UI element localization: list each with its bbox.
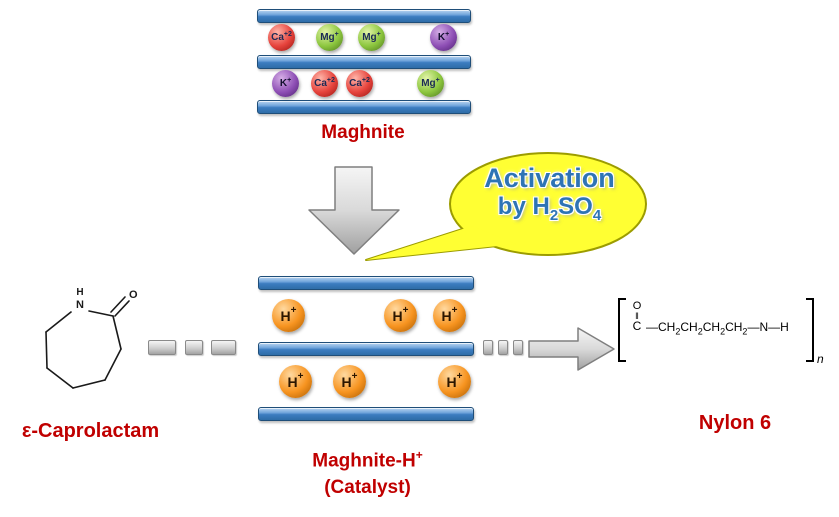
clay-layer-bar bbox=[257, 100, 471, 114]
dashed-arrow-segment bbox=[148, 340, 176, 355]
caprolactam-h-atom: H bbox=[76, 287, 83, 298]
magnesium-ion: Mg+ bbox=[358, 24, 385, 51]
catalyst-sublabel: (Catalyst) bbox=[324, 477, 411, 498]
proton-ion: H+ bbox=[333, 365, 366, 398]
dashed-arrow-segment bbox=[185, 340, 203, 355]
magnesium-ion: Mg+ bbox=[316, 24, 343, 51]
clay-layer-bar bbox=[258, 276, 474, 290]
proton-ion: H+ bbox=[272, 299, 305, 332]
clay-layer-bar bbox=[257, 9, 471, 23]
caprolactam-structure: H N O bbox=[45, 287, 138, 389]
activation-callout-text: Activation by H2SO4 bbox=[452, 163, 647, 230]
reaction-arrow-right bbox=[528, 327, 615, 371]
activation-arrow-down bbox=[308, 166, 400, 255]
carbonyl-o-atom: O bbox=[632, 300, 642, 312]
catalyst-label: Maghnite-H+ bbox=[312, 448, 423, 472]
nylon6-structure: O ‖ C —CH2CH2CH2CH2—N—H n bbox=[618, 296, 836, 374]
caprolactam-o-atom: O bbox=[129, 289, 138, 301]
caprolactam-n-atom: N bbox=[76, 299, 84, 311]
caprolactam-label: ε-Caprolactam bbox=[21, 420, 160, 442]
dashed-arrow-segment bbox=[483, 340, 493, 355]
clay-layer-bar bbox=[258, 407, 474, 421]
carbonyl-group: O ‖ C bbox=[628, 300, 646, 333]
proton-ion: H+ bbox=[279, 365, 312, 398]
activation-line2: by H2SO4 bbox=[497, 193, 602, 224]
magnesium-ion: Mg+ bbox=[417, 70, 444, 97]
left-bracket bbox=[618, 298, 626, 362]
clay-layer-bar bbox=[257, 55, 471, 69]
calcium-ion: Ca+2 bbox=[268, 24, 295, 51]
right-bracket bbox=[806, 298, 814, 362]
potassium-ion: K+ bbox=[272, 70, 299, 97]
proton-ion: H+ bbox=[438, 365, 471, 398]
carbonyl-c-atom: C bbox=[632, 319, 642, 333]
proton-ion: H+ bbox=[433, 299, 466, 332]
clay-layer-bar bbox=[258, 342, 474, 356]
double-bond: ‖ bbox=[635, 311, 639, 321]
activation-line1: Activation bbox=[484, 163, 615, 193]
repeat-subscript-n: n bbox=[817, 352, 824, 366]
proton-ion: H+ bbox=[384, 299, 417, 332]
calcium-ion: Ca+2 bbox=[346, 70, 373, 97]
calcium-ion: Ca+2 bbox=[311, 70, 338, 97]
dashed-arrow-segment bbox=[513, 340, 523, 355]
maghnite-label: Maghnite bbox=[321, 122, 405, 143]
activation-callout-bubble bbox=[365, 152, 647, 261]
nylon-label: Nylon 6 bbox=[698, 412, 772, 434]
potassium-ion: K+ bbox=[430, 24, 457, 51]
nylon-chain: —CH2CH2CH2CH2—N—H bbox=[646, 320, 789, 337]
dashed-arrow-segment bbox=[498, 340, 508, 355]
dashed-arrow-segment bbox=[211, 340, 236, 355]
